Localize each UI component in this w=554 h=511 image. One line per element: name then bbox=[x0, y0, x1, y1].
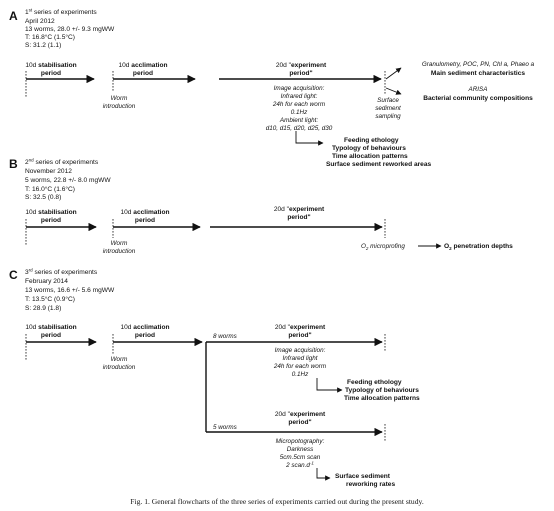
panel-b: B 2nd series of experiments November 201… bbox=[9, 157, 513, 255]
acclimation-period-label: period bbox=[135, 332, 155, 339]
panel-letter: B bbox=[9, 157, 18, 171]
panel-a: A 1st series of experiments April 2012 1… bbox=[9, 8, 535, 169]
sediment-branch-arrow bbox=[385, 67, 402, 80]
series-title: 1st series of experiments bbox=[25, 8, 97, 17]
o2-microprofiling-label: O2 microprofing bbox=[361, 243, 405, 251]
series-temperature: T: 16.8°C (1.5°C) bbox=[25, 33, 75, 41]
acclimation-label: 10d acclimation bbox=[120, 324, 169, 331]
stabilisation-period-label: period bbox=[41, 332, 61, 339]
image-acquisition-text: Image acquisition:Infrared light:24h for… bbox=[266, 85, 333, 132]
series-salinity: S: 32.5 (0.8) bbox=[25, 194, 61, 201]
branch-1-worms-label: 8 worms bbox=[213, 333, 238, 340]
outcomes-arrow-branch-1 bbox=[316, 378, 343, 393]
experiment-label-branch-1: 20d "experiment bbox=[275, 324, 326, 331]
panel-c: C 3rd series of experiments February 201… bbox=[9, 268, 420, 489]
experiment-period-label-branch-2: period" bbox=[288, 419, 311, 426]
series-title: 2nd series of experiments bbox=[25, 158, 99, 167]
series-salinity: S: 31.2 (1.1) bbox=[25, 42, 61, 49]
o2-penetration-label: O2 penetration depths bbox=[444, 243, 513, 251]
stabilisation-label: 10d stabilisation bbox=[25, 209, 76, 216]
stabilisation-period-label: period bbox=[41, 70, 61, 77]
stabilisation-label: 10d stabilisation bbox=[25, 62, 76, 69]
experiment-label: 20d "experiment bbox=[276, 62, 327, 69]
outcomes-arrow-branch-2 bbox=[316, 468, 331, 481]
bacteria-branch-arrow bbox=[385, 87, 402, 95]
acclimation-label: 10d acclimation bbox=[118, 62, 167, 69]
series-date: February 2014 bbox=[25, 278, 68, 285]
series-worms: 13 worms, 16.6 +/- 5.6 mgWW bbox=[25, 287, 115, 294]
stabilisation-label: 10d stabilisation bbox=[25, 324, 76, 331]
series-salinity: S: 28.9 (1.8) bbox=[25, 305, 61, 312]
panel-letter: A bbox=[9, 9, 18, 23]
panel-letter: C bbox=[9, 268, 18, 282]
series-worms: 13 worms, 28.0 +/- 9.3 mgWW bbox=[25, 26, 115, 33]
series-title: 3rd series of experiments bbox=[25, 268, 98, 277]
acclimation-label: 10d acclimation bbox=[120, 209, 169, 216]
bacterial-community-text: Bacterial community compositions bbox=[423, 95, 533, 102]
series-worms: 5 worms, 22.8 +/- 8.0 mgWW bbox=[25, 177, 111, 184]
main-sediment-text: Main sediment characteristics bbox=[431, 70, 526, 77]
outcomes-arrow bbox=[295, 131, 324, 146]
series-temperature: T: 16.0°C (1.6°C) bbox=[25, 185, 75, 193]
arisa-text: ARISA bbox=[468, 86, 488, 93]
experiment-label-branch-2: 20d "experiment bbox=[275, 411, 326, 418]
experiment-label: 20d "experiment bbox=[274, 206, 325, 213]
acclimation-period-label: period bbox=[133, 70, 153, 77]
stabilisation-period-label: period bbox=[41, 217, 61, 224]
experiment-period-label: period" bbox=[289, 70, 312, 77]
acclimation-period-label: period bbox=[135, 217, 155, 224]
figure-caption: Fig. 1. General flowcharts of the three … bbox=[130, 497, 424, 506]
experiment-period-label-branch-1: period" bbox=[288, 332, 311, 339]
series-date: April 2012 bbox=[25, 18, 55, 25]
experiment-period-label: period" bbox=[287, 214, 310, 221]
series-temperature: T: 13.5°C (0.9°C) bbox=[25, 295, 75, 303]
branch-2-worms-label: 5 worms bbox=[213, 424, 238, 431]
granulometry-text: Granulometry, POC, PN, Chl a, Phaeo a bbox=[422, 61, 535, 68]
series-date: November 2012 bbox=[25, 168, 72, 175]
